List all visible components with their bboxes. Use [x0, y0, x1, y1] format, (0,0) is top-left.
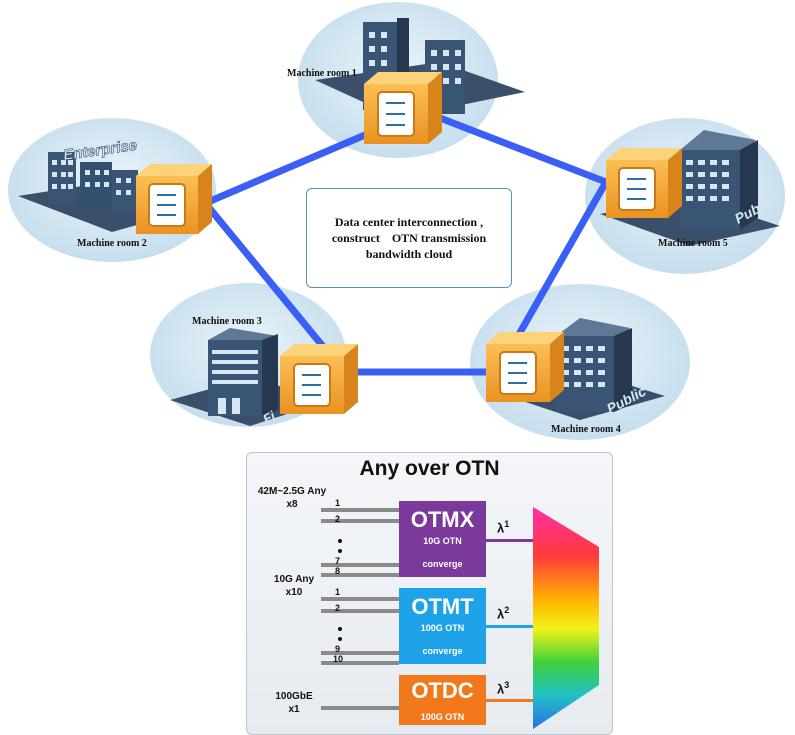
otmx-title: OTMX	[410, 507, 475, 532]
input-label-3: 100GbE x1	[275, 691, 313, 715]
port-number: 2	[335, 514, 341, 524]
otmt-line1: 100G OTN	[420, 623, 465, 633]
port-number: 7	[335, 556, 341, 566]
otmt-card: OTMT 100G OTN converge	[399, 588, 486, 664]
lambda-3-line	[486, 699, 534, 702]
note-line-1: Data center interconnection ,	[334, 215, 484, 229]
link-4-5	[506, 178, 610, 354]
lambda-2-line	[486, 625, 534, 628]
lambda-2-label: λ2	[497, 605, 510, 622]
otdc-title: OTDC	[411, 678, 474, 703]
port-number: 8	[335, 566, 341, 576]
otmx-card: OTMX 10G OTN converge	[399, 501, 486, 577]
ellipsis-dot	[338, 637, 342, 641]
otmt-line2: converge	[422, 646, 463, 656]
port-number: 1	[335, 587, 341, 597]
lambda-1-label: λ1	[497, 519, 510, 536]
otmx-line1: 10G OTN	[423, 536, 462, 546]
room-4-label: Machine room 4	[551, 424, 621, 435]
input-line	[321, 706, 399, 710]
any-over-otn-panel: Any over OTN 42M~2.5G Any x8 10G Any x10…	[246, 452, 613, 735]
otdc-card: OTDC 100G OTN	[399, 675, 486, 725]
ellipsis-dot	[338, 539, 342, 543]
port-number: 1	[335, 498, 341, 508]
link-1-5	[436, 114, 610, 186]
input-line	[321, 563, 399, 567]
input-line	[321, 661, 399, 665]
input-line	[321, 597, 399, 601]
otmx-line2: converge	[422, 559, 463, 569]
otmt-title: OTMT	[411, 594, 474, 619]
input-line	[321, 609, 399, 613]
lambda-1-line	[486, 539, 534, 542]
link-1-2	[204, 128, 376, 206]
room-1-label: Machine room 1	[287, 68, 357, 79]
otn-device-room-5	[606, 148, 682, 218]
room-5-label: Machine room 5	[658, 238, 728, 249]
input-line	[321, 573, 399, 577]
port-number: 2	[335, 603, 341, 613]
note-line-2: construct OTN transmission	[331, 231, 487, 245]
panel-title: Any over OTN	[359, 457, 500, 480]
otn-device-room-3	[280, 344, 358, 414]
input-line	[321, 508, 399, 512]
port-number: 10	[333, 654, 344, 664]
port-number: 9	[335, 644, 341, 654]
input-line	[321, 651, 399, 655]
note-box: Data center interconnection , construct …	[306, 188, 512, 288]
otdc-line1: 100G OTN	[420, 712, 465, 722]
wavelength-multiplexer	[533, 507, 599, 729]
input-label-1: 42M~2.5G Any x8	[257, 486, 327, 510]
input-line	[321, 519, 399, 523]
otn-device-room-4	[486, 332, 564, 402]
ellipsis-dot	[338, 549, 342, 553]
lambda-3-label: λ3	[497, 680, 510, 697]
room-2-label: Machine room 2	[77, 238, 147, 249]
input-label-2: 10G Any x10	[273, 574, 315, 598]
otn-device-room-2	[136, 164, 212, 234]
ellipsis-dot	[338, 627, 342, 631]
room-3-label: Machine room 3	[192, 316, 262, 327]
note-line-3: bandwidth cloud	[365, 247, 453, 261]
otn-device-room-1	[364, 72, 442, 144]
